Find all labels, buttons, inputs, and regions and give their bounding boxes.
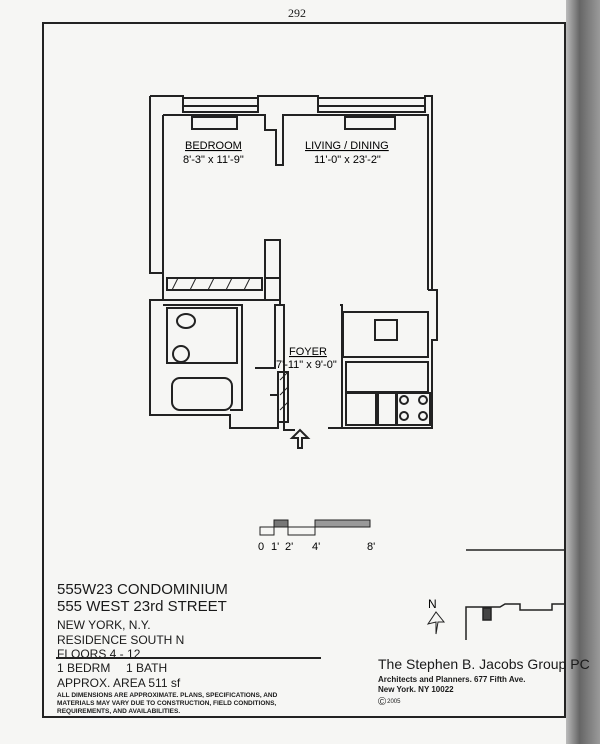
building-name: 555W23 CONDOMINIUM xyxy=(57,581,228,598)
north-arrow-icon xyxy=(426,611,446,635)
disclaimer-line: REQUIREMENTS, AND AVAILABILITIES. xyxy=(57,708,181,715)
copyright-icon: © xyxy=(378,696,387,708)
scale-label: 1' xyxy=(271,541,279,553)
scale-label: 2' xyxy=(285,541,293,553)
scale-label: 4' xyxy=(312,541,320,553)
foyer-size: 7'-11" x 9'-0" xyxy=(276,359,337,371)
baths: 1 BATH xyxy=(126,661,168,675)
architect-name: The Stephen B. Jacobs Group PC xyxy=(378,656,590,672)
copyright: © 2005 xyxy=(378,696,400,708)
architect-address: Architects and Planners. 677 Fifth Ave. xyxy=(378,675,526,684)
bedroom-label: BEDROOM xyxy=(185,140,242,152)
scale-label: 0 xyxy=(258,541,264,553)
residence: RESIDENCE SOUTH N xyxy=(57,633,185,647)
building-city: NEW YORK, N.Y. xyxy=(57,618,151,632)
walls xyxy=(149,95,438,449)
key-plan xyxy=(465,549,566,640)
room-labels: BEDROOM 8'-3" x 11'-9" LIVING / DINING 1… xyxy=(183,140,389,371)
north-label: N xyxy=(428,597,437,611)
living-size: 11'-0" x 23'-2" xyxy=(314,154,381,166)
living-label: LIVING / DINING xyxy=(305,140,389,152)
page-number: 292 xyxy=(288,6,306,20)
page-frame xyxy=(42,22,566,718)
area: APPROX. AREA 511 sf xyxy=(57,676,181,690)
closet-hatch xyxy=(171,277,289,411)
disclaimer-line: ALL DIMENSIONS ARE APPROXIMATE. PLANS, S… xyxy=(57,692,278,699)
foyer-label: FOYER xyxy=(289,346,327,358)
bedroom-size: 8'-3" x 11'-9" xyxy=(183,154,244,166)
unit-highlight xyxy=(482,607,492,621)
entry-arrow xyxy=(289,428,311,449)
north-arrow: N xyxy=(426,597,446,635)
disclaimer-line: MATERIALS MAY VARY DUE TO CONSTRUCTION, … xyxy=(57,700,277,707)
scale-bar: 0 1' 2' 4' 8' xyxy=(258,519,375,553)
copyright-year: 2005 xyxy=(387,699,401,705)
floors: FLOORS 4 - 12 xyxy=(57,647,141,661)
book-edge xyxy=(566,0,600,744)
architect-city: New York. NY 10022 xyxy=(378,685,454,694)
scale-label: 8' xyxy=(367,541,375,553)
bedrooms: 1 BEDRM xyxy=(57,661,111,675)
divider xyxy=(56,657,321,659)
building-address: 555 WEST 23rd STREET xyxy=(57,598,227,615)
